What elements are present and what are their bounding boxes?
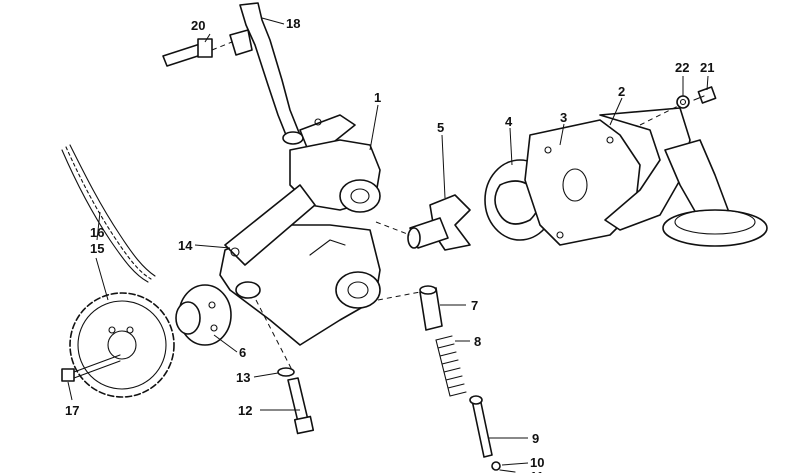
part-15-sprocket [69,292,175,398]
callout-8: 8 [474,334,481,349]
callout-1: 1 [374,90,381,105]
axis-drive-shaft [375,221,411,236]
callout-17: 17 [65,403,79,418]
part-10-11-clips [491,461,516,473]
callout-16: 16 [90,225,104,240]
callout-7: 7 [471,298,478,313]
part-12-13-bolt-washer [277,367,315,435]
part-20-bolt [162,38,213,67]
callout-21: 21 [700,60,714,75]
callout-13: 13 [236,370,250,385]
part-16-chain [61,144,156,283]
axis-plunger [377,291,421,301]
part-5-drive-gear [407,194,471,251]
callout-18: 18 [286,16,300,31]
callout-11: 11 [530,469,544,473]
part-21-22-bolt-washer [676,86,717,109]
axis-bolt-12 [255,299,293,371]
part-9-pin [469,395,493,458]
part-1-pump-housing [219,114,381,346]
part-2-strainer [599,107,768,247]
callout-4: 4 [505,114,513,129]
callout-3: 3 [560,110,567,125]
callout-10: 10 [530,455,544,470]
axis-washer-22 [639,105,679,126]
callout-14: 14 [178,238,193,253]
callout-20: 20 [191,18,205,33]
callout-12: 12 [238,403,252,418]
part-8-spring [435,335,467,397]
callout-2: 2 [618,84,625,99]
callout-9: 9 [532,431,539,446]
callout-6: 6 [239,345,246,360]
callout-15: 15 [90,241,104,256]
callout-22: 22 [675,60,689,75]
part-17-bolt [61,354,121,382]
part-6-hub [175,284,232,346]
part-7-plunger [419,285,443,331]
callout-5: 5 [437,120,444,135]
axis-bolt-20 [211,41,233,51]
leader-lines [67,17,709,466]
